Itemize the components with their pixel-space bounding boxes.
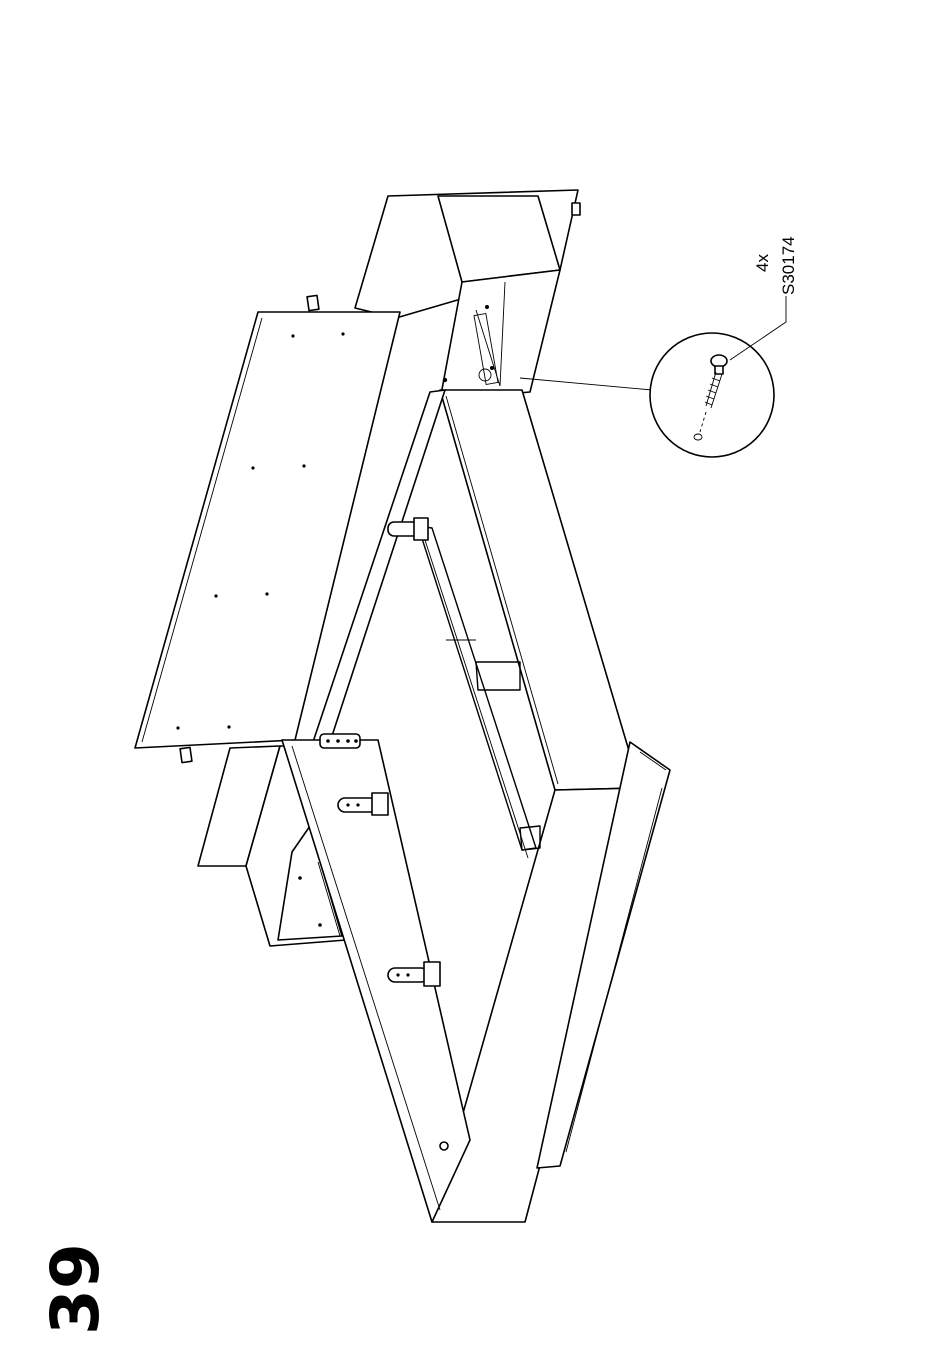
- screw-callout: 4x S30174: [520, 236, 798, 457]
- bed-side-rail: [432, 390, 640, 1222]
- hinge: [388, 518, 428, 540]
- callout-leader: [520, 378, 652, 390]
- step-number: 39: [37, 1243, 114, 1335]
- quantity-label: 4x: [753, 254, 772, 272]
- hinge: [440, 1142, 448, 1150]
- loose-panel: [135, 312, 400, 763]
- callout-circle: [650, 333, 774, 457]
- part-code-label: S30174: [779, 236, 798, 295]
- hinge: [320, 734, 360, 748]
